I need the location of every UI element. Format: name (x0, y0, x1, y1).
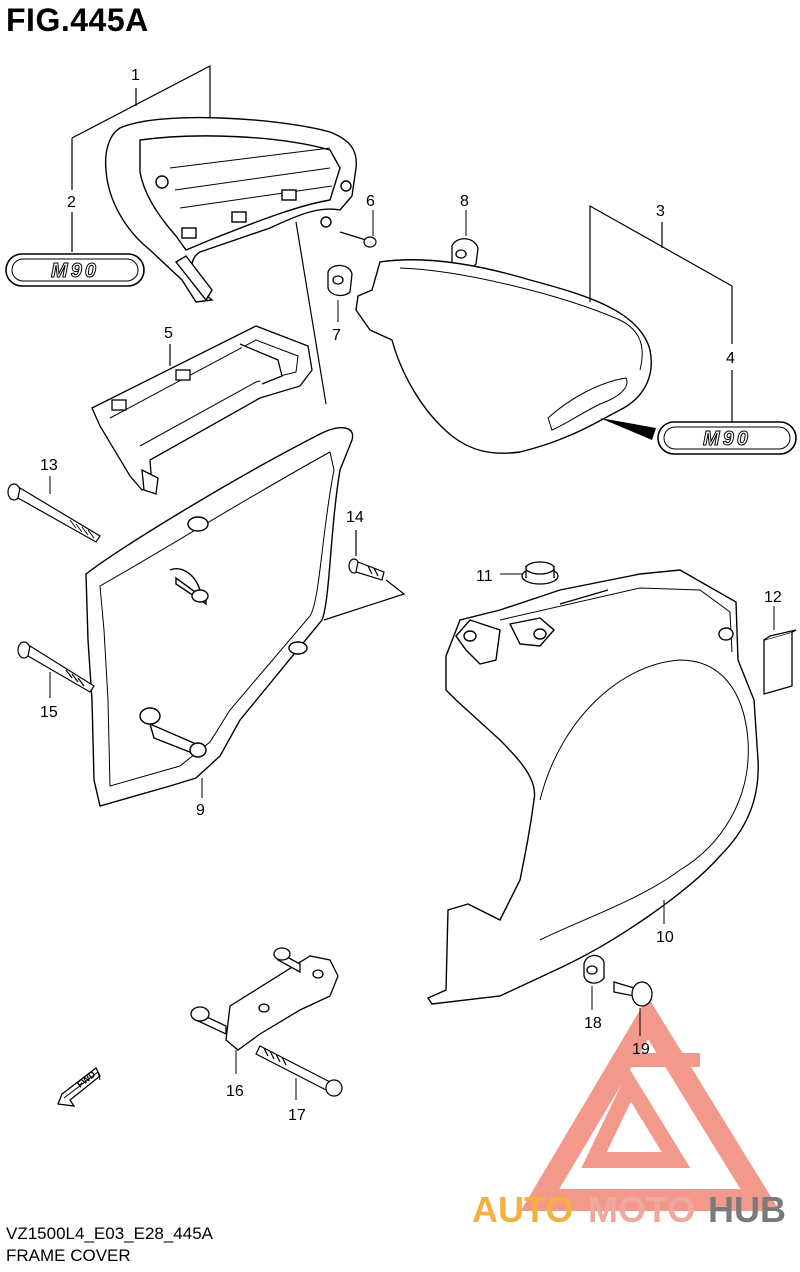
callout-6: 6 (366, 193, 375, 210)
part-11-grommet (521, 561, 559, 585)
callout-3: 3 (656, 203, 665, 220)
figure-title: FIG.445A (6, 2, 149, 38)
leader-lines-3-4 (589, 204, 733, 424)
callout-16: 16 (226, 1083, 244, 1100)
part-4-m90-emblem: M90 (657, 421, 797, 455)
part-5-bracket (91, 325, 313, 495)
model-code: VZ1500L4_E03_E28_445A (6, 1224, 214, 1243)
leader-line-14 (323, 530, 406, 621)
leader-lines-1-2 (71, 65, 211, 252)
part-7-grommet (327, 264, 353, 297)
part-3-right-frame-cover (355, 259, 652, 454)
callout-19: 19 (632, 1041, 650, 1058)
part-9-inner-cover (85, 427, 354, 807)
part-15-bolt (17, 641, 95, 693)
fwd-arrow-icon: FWD (57, 1067, 101, 1107)
part-16-bracket (190, 947, 339, 1051)
emblem-left-text: M90 (51, 260, 99, 282)
leader-line-5 (169, 221, 327, 405)
figure-caption: FRAME COVER (6, 1246, 131, 1265)
callout-11: 11 (476, 568, 493, 585)
part-19-screw (613, 981, 653, 1007)
watermark-wordmark: AUTO MOTO HUB (472, 1189, 786, 1230)
part-2-m90-emblem: M90 (5, 253, 145, 287)
callout-15: 15 (40, 704, 58, 721)
callout-13: 13 (40, 457, 58, 474)
callout-17: 17 (288, 1107, 306, 1124)
callout-10: 10 (656, 929, 674, 946)
emblem-right-text: M90 (703, 428, 751, 450)
part-18-grommet (583, 954, 605, 984)
watermark-moto: MOTO (588, 1189, 695, 1230)
callout-14: 14 (346, 509, 364, 526)
watermark-hub: HUB (708, 1189, 786, 1230)
callout-12: 12 (764, 589, 782, 606)
callout-5: 5 (164, 325, 173, 342)
callout-18: 18 (584, 1015, 602, 1032)
emblem-position-arrow (600, 418, 656, 440)
part-13-bolt (7, 483, 101, 543)
callout-2: 2 (67, 194, 76, 211)
callout-4: 4 (726, 350, 735, 367)
part-12-pad (763, 629, 797, 695)
part-14-bolt (348, 558, 385, 581)
part-1-left-frame-cover (104, 116, 357, 303)
part-6-screw (339, 231, 377, 248)
part-17-bolt (255, 1045, 343, 1097)
callout-9: 9 (196, 802, 205, 819)
callout-7: 7 (332, 327, 341, 344)
part-10-side-cover (426, 569, 759, 1005)
callout-8: 8 (460, 193, 469, 210)
watermark-logo (520, 996, 780, 1211)
callout-1: 1 (131, 67, 140, 84)
watermark-auto: AUTO (472, 1189, 573, 1230)
